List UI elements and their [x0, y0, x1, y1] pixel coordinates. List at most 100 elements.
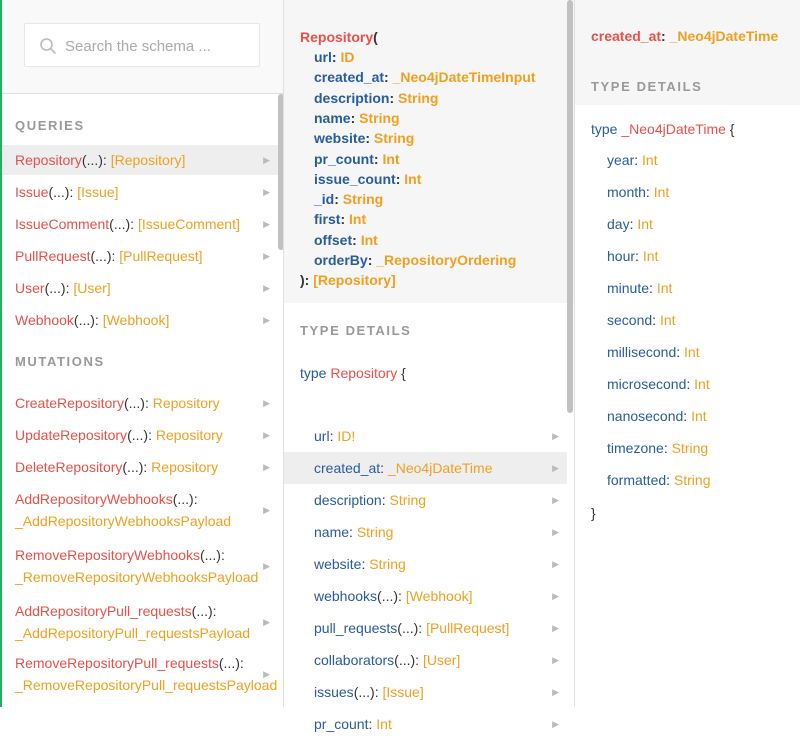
queries-item-type[interactable]: [Issue] — [77, 184, 119, 200]
field-type[interactable]: [Issue] — [382, 684, 424, 700]
arg-type[interactable]: String — [373, 130, 415, 147]
neo-field-hour[interactable]: hour: Int — [607, 248, 659, 264]
queries-item[interactable]: IssueComment(...): [IssueComment]▶ — [2, 209, 278, 239]
type-field-description[interactable]: description: String▶ — [284, 484, 567, 516]
neo-field-formatted[interactable]: formatted: String — [607, 472, 711, 488]
type-field-created_at[interactable]: created_at: _Neo4jDateTime▶ — [284, 452, 567, 484]
mutations-item[interactable]: DeleteRepository(...): Repository▶ — [2, 452, 278, 482]
queries-item-type[interactable]: [IssueComment] — [137, 216, 240, 232]
queries-item-name: PullRequest — [15, 248, 91, 264]
mutations-item-name: UpdateRepository — [15, 427, 128, 443]
queries-item[interactable]: PullRequest(...): [PullRequest]▶ — [2, 241, 278, 271]
neo-field-second[interactable]: second: Int — [607, 312, 676, 328]
neo-field-millisecond[interactable]: millisecond: Int — [607, 344, 700, 360]
mutations-item-type[interactable]: Repository — [151, 459, 219, 475]
field-type[interactable]: Int — [637, 216, 653, 232]
field-name: created_at — [314, 460, 381, 476]
neo-field-minute[interactable]: minute: Int — [607, 280, 673, 296]
arg-type[interactable]: Int — [404, 170, 422, 187]
field-type[interactable]: String — [369, 556, 406, 572]
arg-name: name — [314, 109, 351, 126]
type-field-pull_requests[interactable]: pull_requests(...): [PullRequest]▶ — [284, 612, 567, 644]
field-name: issues — [314, 684, 354, 700]
queries-item-type[interactable]: [Webhook] — [102, 312, 170, 328]
type-field-pr_count[interactable]: pr_count: Int▶ — [284, 708, 567, 740]
queries-item-type[interactable]: [User] — [73, 280, 111, 296]
field-type[interactable]: _Neo4jDateTime — [387, 460, 493, 476]
mutations-item-type[interactable]: _AddRepositoryWebhooksPayload — [15, 513, 232, 529]
field-type[interactable]: Int — [659, 312, 676, 328]
type-field-name[interactable]: name: String▶ — [284, 516, 567, 548]
mutations-item-type[interactable]: _AddRepositoryPull_requestsPayload — [15, 625, 251, 641]
field-type[interactable]: String — [356, 524, 394, 540]
field-type[interactable]: String — [673, 472, 711, 488]
field-type[interactable]: ID! — [337, 428, 356, 444]
field-type[interactable]: Int — [656, 280, 673, 296]
queries-item-type[interactable]: [Repository] — [110, 152, 186, 168]
queries-item[interactable]: Webhook(...): [Webhook]▶ — [2, 305, 278, 335]
arg-name: description — [314, 89, 390, 106]
mutations-item[interactable]: RemoveRepositoryWebhooks(...):_RemoveRep… — [15, 547, 270, 585]
field-type[interactable]: Int — [376, 716, 392, 732]
field-type[interactable]: [PullRequest] — [426, 620, 510, 636]
field-type[interactable]: Int — [642, 248, 659, 264]
scrollbar-thumb[interactable] — [278, 94, 284, 250]
mutations-item-type[interactable]: _RemoveRepositoryPull_requestsPayload — [15, 677, 278, 693]
signature-arg: _id: String — [314, 191, 384, 208]
field-type[interactable]: Int — [653, 184, 670, 200]
search-box[interactable] — [24, 23, 260, 67]
type-field-website[interactable]: website: String▶ — [284, 548, 567, 580]
selected-field-type[interactable]: _Neo4jDateTime — [669, 28, 779, 44]
neo-field-microsecond[interactable]: microsecond: Int — [607, 376, 710, 392]
type-field-collaborators[interactable]: collaborators(...): [User]▶ — [284, 644, 567, 676]
field-type[interactable]: [Webhook] — [405, 588, 473, 604]
search-input[interactable] — [65, 34, 250, 58]
arg-name: offset — [314, 231, 353, 248]
mutations-item-name: RemoveRepositoryPull_requests — [15, 655, 219, 671]
field-type[interactable]: [User] — [422, 652, 461, 668]
arg-type[interactable]: String — [398, 89, 439, 106]
arg-type[interactable]: String — [359, 109, 400, 126]
queries-item[interactable]: Issue(...): [Issue]▶ — [2, 177, 278, 207]
arrow-right-icon: ▶ — [263, 315, 270, 325]
type-field-webhooks[interactable]: webhooks(...): [Webhook]▶ — [284, 580, 567, 612]
mutations-item[interactable]: AddRepositoryPull_requests(...):_AddRepo… — [15, 603, 270, 641]
signature-arg: issue_count: Int — [314, 170, 422, 187]
field-type[interactable]: Int — [691, 408, 707, 424]
scrollbar-thumb-2[interactable] — [567, 0, 573, 413]
type-field-url[interactable]: url: ID!▶ — [284, 420, 567, 452]
mutations-item-type[interactable]: Repository — [152, 395, 220, 411]
arg-type[interactable]: Int — [349, 211, 367, 228]
neo-field-year[interactable]: year: Int — [607, 152, 658, 168]
arg-type[interactable]: _RepositoryOrdering — [376, 252, 517, 268]
type-field-issues[interactable]: issues(...): [Issue]▶ — [284, 676, 567, 708]
arg-type[interactable]: ID — [340, 49, 355, 65]
arg-name: website — [314, 130, 366, 147]
field-type[interactable]: Int — [684, 344, 700, 360]
neo-field-nanosecond[interactable]: nanosecond: Int — [607, 408, 707, 424]
field-type[interactable]: Int — [694, 376, 710, 392]
queries-item[interactable]: User(...): [User]▶ — [2, 273, 278, 303]
mutations-item[interactable]: CreateRepository(...): Repository▶ — [2, 388, 278, 418]
signature-return-type[interactable]: [Repository] — [313, 272, 396, 288]
arg-type[interactable]: _Neo4jDateTimeInput — [392, 69, 536, 86]
arg-type[interactable]: String — [342, 191, 384, 208]
arg-type[interactable]: Int — [382, 150, 400, 167]
arg-type[interactable]: Int — [360, 231, 378, 248]
neo-field-timezone[interactable]: timezone: String — [607, 440, 709, 456]
field-name: month — [607, 184, 646, 200]
mutations-item[interactable]: RemoveRepositoryPull_requests(...):_Remo… — [15, 655, 278, 693]
field-type[interactable]: String — [671, 440, 709, 456]
mutations-item-type[interactable]: Repository — [155, 427, 223, 443]
mutations-item-type[interactable]: _RemoveRepositoryWebhooksPayload — [15, 569, 259, 585]
neo-field-month[interactable]: month: Int — [607, 184, 670, 200]
mutations-item[interactable]: UpdateRepository(...): Repository▶ — [2, 420, 278, 450]
queries-item-type[interactable]: [PullRequest] — [119, 248, 203, 264]
field-type[interactable]: Int — [642, 152, 658, 168]
mutations-item[interactable]: AddRepositoryWebhooks(...):_AddRepositor… — [15, 491, 270, 529]
search-icon — [40, 38, 56, 54]
neo-field-day[interactable]: day: Int — [607, 216, 653, 232]
field-type[interactable]: String — [389, 492, 427, 508]
queries-item[interactable]: Repository(...): [Repository]▶ — [2, 145, 278, 175]
